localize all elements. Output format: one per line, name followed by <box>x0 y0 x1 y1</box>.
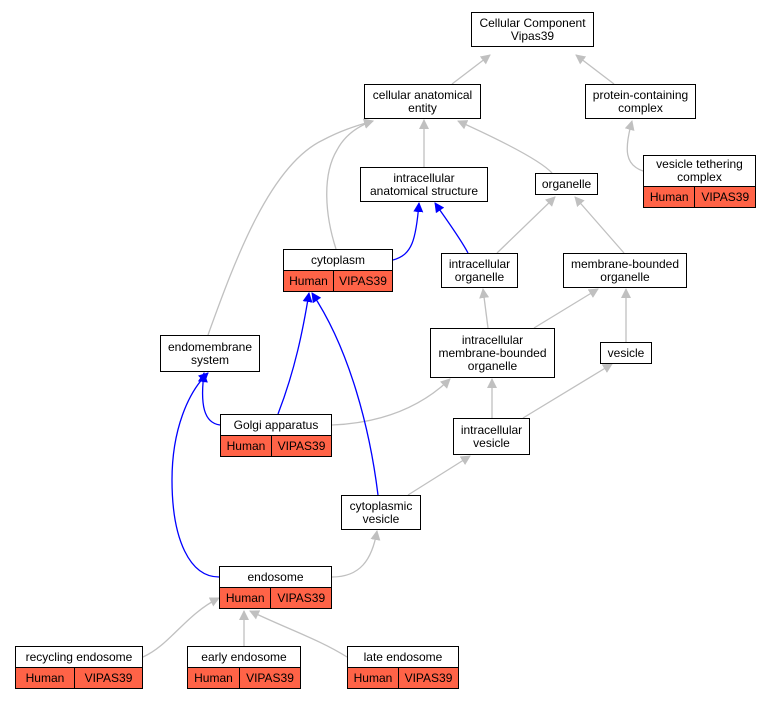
edge-recycling-endosome-to-endosome <box>142 597 220 658</box>
edge-intracellular-organelle-to-organelle <box>496 196 556 254</box>
species-label: Human <box>25 671 65 685</box>
edge-intracellular-membrane-bounded-organelle-to-membrane-bounded-organelle <box>533 288 599 329</box>
gene-label[interactable]: VIPAS39 <box>397 668 458 688</box>
node-late-endosome[interactable]: late endosome <box>347 646 459 668</box>
edge-cytoplasm-to-cellular-anatomical-entity <box>326 119 374 250</box>
node-cellular-component[interactable]: Cellular Component Vipas39 <box>471 12 594 47</box>
node-cytoplasmic-vesicle[interactable]: cytoplasmic vesicle <box>341 495 421 530</box>
edge-organelle-to-cellular-anatomical-entity <box>457 120 553 174</box>
node-vesicle-tethering-complex[interactable]: vesicle tethering complex <box>643 155 756 187</box>
edge-endosome-to-endomembrane-system <box>171 372 220 578</box>
species-label: Human <box>194 671 233 685</box>
edge-cytoplasm-to-intracellular-anatomical-structure <box>392 202 424 261</box>
species-label: Human <box>225 591 265 605</box>
gene-label[interactable]: VIPAS39 <box>694 187 755 207</box>
species-label: Human <box>289 274 328 288</box>
edge-cellular-anatomical-entity-to-cellular-component <box>451 54 491 85</box>
node-early-endosome[interactable]: early endosome <box>187 646 301 668</box>
node-endomembrane-system[interactable]: endomembrane system <box>160 335 260 372</box>
node-endosome[interactable]: endosome <box>219 566 332 588</box>
annotation-golgi-apparatus: Human VIPAS39 <box>220 435 332 457</box>
gene-label[interactable]: VIPAS39 <box>332 271 392 291</box>
edge-vesicle-tethering-complex-to-protein-containing-complex <box>624 120 644 172</box>
gene-label[interactable]: VIPAS39 <box>73 668 142 688</box>
edge-intracellular-membrane-bounded-organelle-to-intracellular-organelle <box>479 288 490 329</box>
species-label: Human <box>649 190 689 204</box>
annotation-early-endosome: Human VIPAS39 <box>187 667 301 689</box>
gene-label[interactable]: VIPAS39 <box>270 436 331 456</box>
node-golgi-apparatus[interactable]: Golgi apparatus <box>220 414 332 436</box>
edge-late-endosome-to-endosome <box>249 610 348 658</box>
node-protein-containing-complex[interactable]: protein-containing complex <box>585 84 696 119</box>
annotation-endosome: Human VIPAS39 <box>219 587 332 609</box>
edge-intracellular-organelle-to-intracellular-anatomical-structure <box>434 202 469 254</box>
node-cytoplasm[interactable]: cytoplasm <box>283 249 393 271</box>
gene-label[interactable]: VIPAS39 <box>270 588 331 608</box>
edge-golgi-apparatus-to-intracellular-membrane-bounded-organelle <box>331 378 451 426</box>
gene-label[interactable]: VIPAS39 <box>238 668 300 688</box>
edge-endomembrane-system-to-cellular-anatomical-entity <box>207 118 374 336</box>
annotation-vesicle-tethering-complex: Human VIPAS39 <box>643 186 756 208</box>
node-intracellular-anatomical-structure[interactable]: intracellular anatomical structure <box>360 167 488 202</box>
node-intracellular-organelle[interactable]: intracellular organelle <box>441 253 518 288</box>
edge-cytoplasmic-vesicle-to-cytoplasm <box>311 292 379 496</box>
edge-intracellular-vesicle-to-vesicle <box>522 363 613 419</box>
node-intracellular-vesicle[interactable]: intracellular vesicle <box>453 418 530 455</box>
annotation-cytoplasm: Human VIPAS39 <box>283 270 393 292</box>
species-label: Human <box>226 439 266 453</box>
edge-golgi-apparatus-to-cytoplasm <box>277 292 313 415</box>
annotation-recycling-endosome: Human VIPAS39 <box>15 667 143 689</box>
node-intracellular-membrane-bounded-organelle[interactable]: intracellular membrane-bounded organelle <box>430 328 555 378</box>
node-recycling-endosome[interactable]: recycling endosome <box>15 646 143 668</box>
edge-cytoplasmic-vesicle-to-intracellular-vesicle <box>407 455 471 496</box>
annotation-late-endosome: Human VIPAS39 <box>347 667 459 689</box>
node-organelle[interactable]: organelle <box>535 173 598 195</box>
edge-protein-containing-complex-to-cellular-component <box>575 54 615 85</box>
edge-endosome-to-cytoplasmic-vesicle <box>331 530 381 578</box>
node-vesicle[interactable]: vesicle <box>600 342 652 364</box>
node-cellular-anatomical-entity[interactable]: cellular anatomical entity <box>364 84 481 119</box>
node-membrane-bounded-organelle[interactable]: membrane-bounded organelle <box>563 253 687 288</box>
edge-membrane-bounded-organelle-to-organelle <box>574 196 625 254</box>
edge-golgi-apparatus-to-endomembrane-system <box>197 372 221 426</box>
species-label: Human <box>353 671 393 685</box>
